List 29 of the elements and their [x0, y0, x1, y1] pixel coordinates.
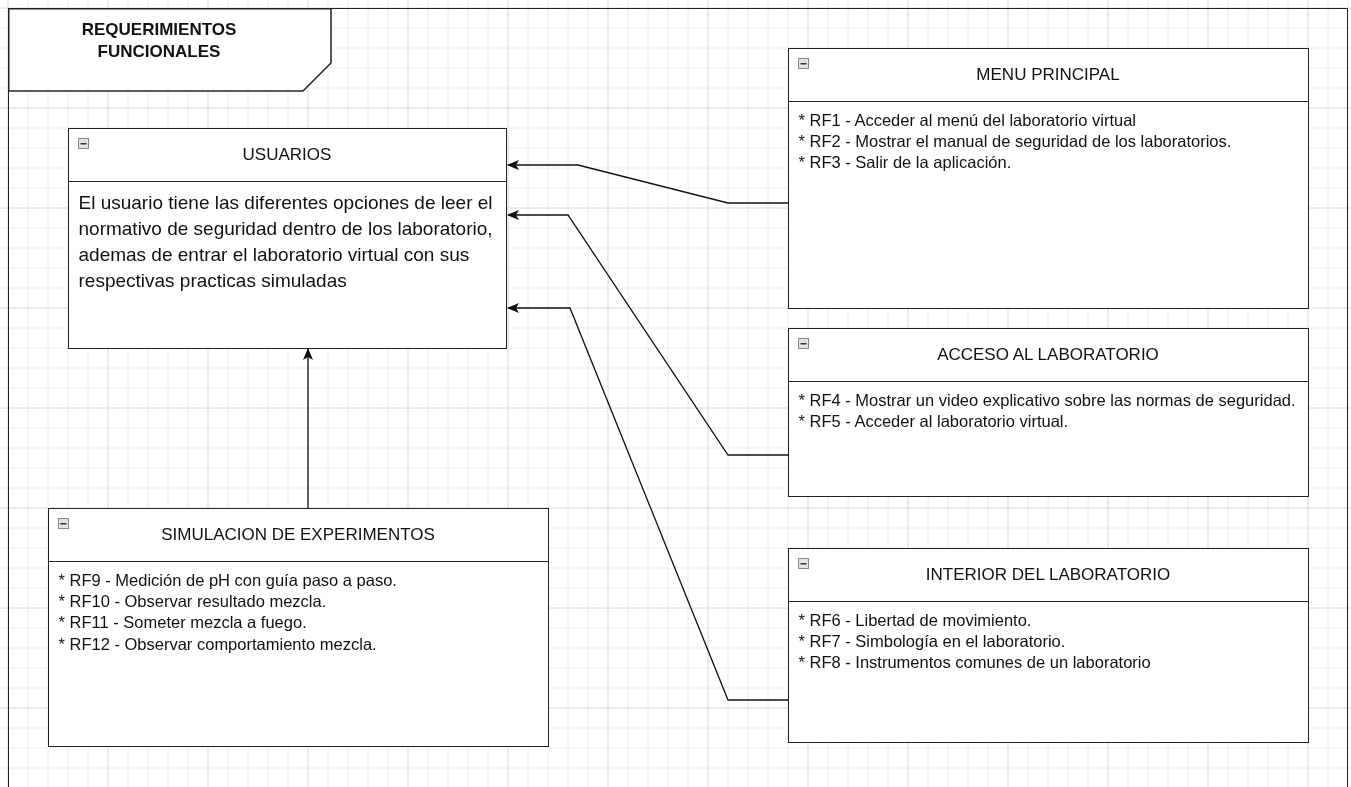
requirement-text: * RF5 - Acceder al laboratorio virtual.	[798, 410, 1070, 432]
class-box	[787, 47, 1309, 309]
class-title: INTERIOR DEL LABORATORIO	[925, 564, 1171, 585]
class-box	[47, 507, 549, 747]
requirement-text: * RF9 - Medición de pH con guía paso a paso.	[58, 569, 398, 591]
requirement-text: * RF2 - Mostrar el manual de seguridad de los laboratorios.	[798, 130, 1233, 152]
frame-title: REQUERIMIENTOS FUNCIONALES	[80, 19, 238, 64]
class-title: USUARIOS	[242, 144, 332, 165]
requirement-text: * RF6 - Libertad de movimiento.	[798, 609, 1033, 631]
requirement-text: * RF7 - Simbología en el laboratorio.	[798, 630, 1067, 652]
description-text: El usuario tiene las diferentes opciones de leer el normativo de seguridad dentro de los laboratorio, ademas de entrar el laboratorio virtual con sus respectivas practicas simuladas	[78, 190, 494, 294]
diagram-frame	[8, 8, 1348, 787]
requirement-text: * RF3 - Salir de la aplicación.	[798, 152, 1013, 174]
arrow	[303, 348, 313, 509]
arrow	[507, 210, 789, 456]
requirement-text: * RF11 - Someter mezcla a fuego.	[58, 612, 308, 634]
requirement-text: * RF8 - Instrumentos comunes de un laboratorio	[798, 652, 1152, 674]
arrow	[507, 160, 789, 204]
requirement-text: * RF10 - Observar resultado mezcla.	[58, 590, 328, 612]
requirement-text: * RF4 - Mostrar un video explicativo sobre las normas de seguridad.	[798, 389, 1297, 411]
class-box	[67, 127, 507, 349]
arrow	[507, 303, 789, 701]
class-title: MENU PRINCIPAL	[976, 64, 1120, 85]
class-box	[787, 547, 1309, 743]
class-box	[787, 327, 1309, 497]
requirement-text: * RF1 - Acceder al menú del laboratorio virtual	[798, 109, 1137, 131]
class-title: ACCESO AL LABORATORIO	[937, 344, 1159, 365]
requirement-text: * RF12 - Observar comportamiento mezcla.	[58, 633, 378, 655]
class-title: SIMULACION DE EXPERIMENTOS	[161, 524, 435, 545]
